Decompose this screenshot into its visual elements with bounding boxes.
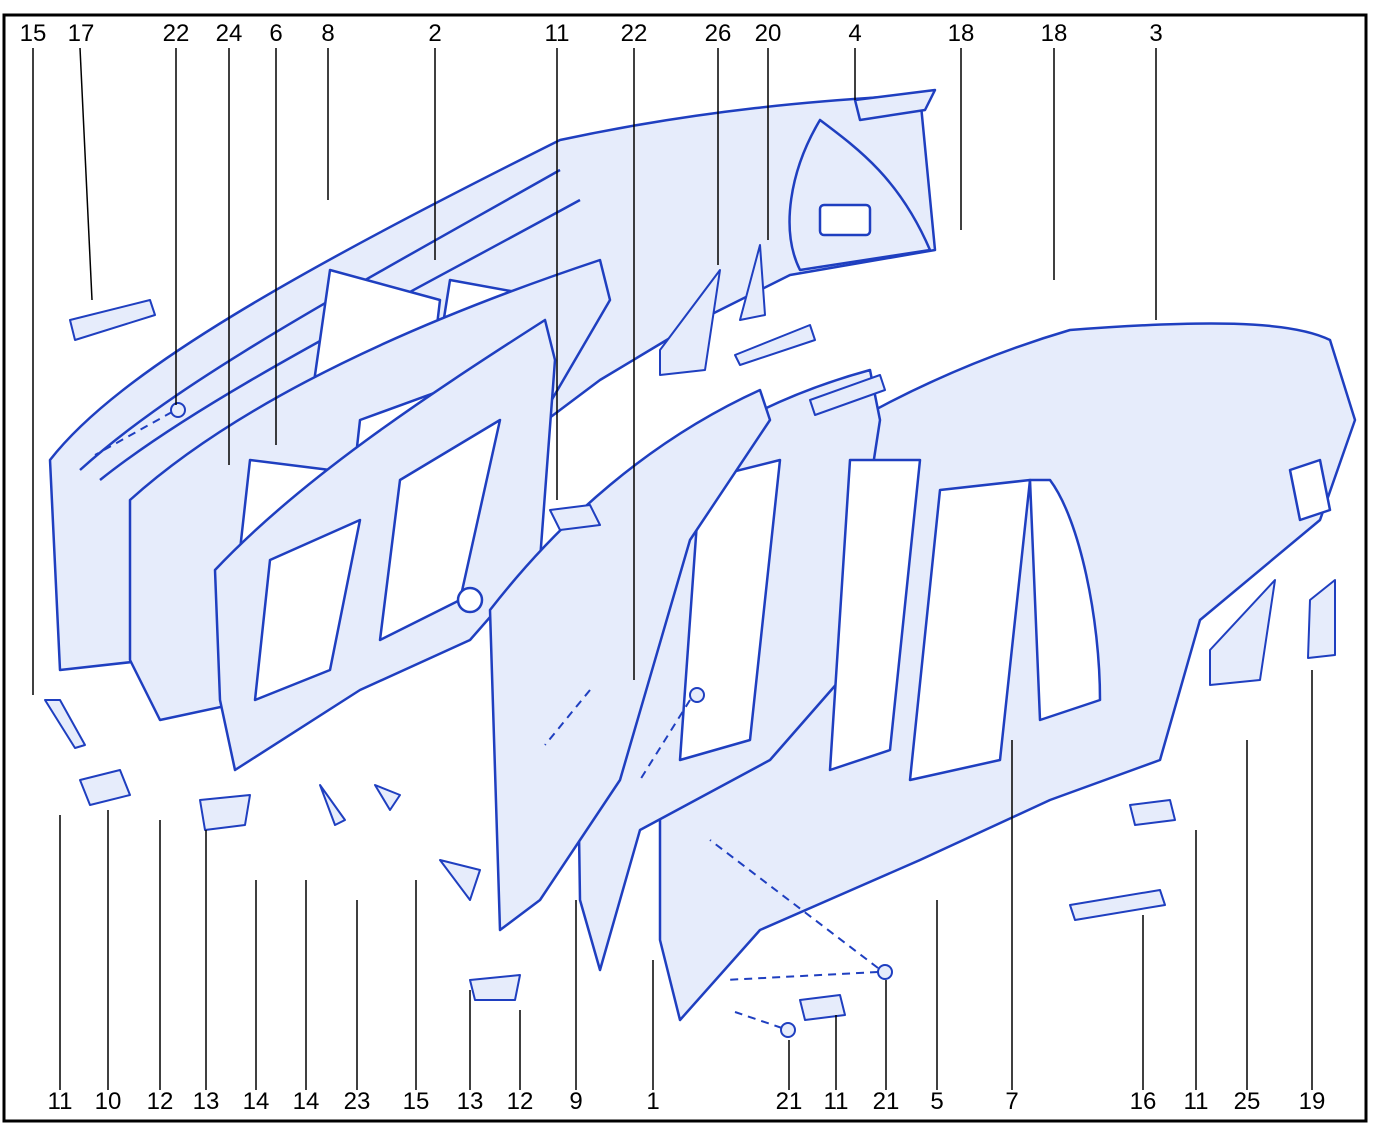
- callout-bottom-18: 16: [1129, 1088, 1157, 1115]
- part-22-left: [170, 402, 186, 418]
- part-22-right: [689, 687, 705, 703]
- callout-bottom-12: 1: [646, 1088, 660, 1115]
- callout-top-10: 26: [704, 20, 732, 47]
- part-11-bottom: [799, 994, 846, 1021]
- callout-top-11: 20: [754, 20, 782, 47]
- part-18-b: [809, 374, 886, 416]
- callout-top-8: 11: [544, 20, 570, 47]
- callout-bottom-15: 21: [872, 1088, 900, 1115]
- callout-top-2: 17: [67, 20, 95, 47]
- part-19: [1307, 579, 1336, 659]
- callout-bottom-14: 11: [823, 1088, 849, 1115]
- part-17: [69, 299, 156, 341]
- callout-top-5: 6: [269, 20, 283, 47]
- callout-bottom-6: 14: [292, 1088, 320, 1115]
- callout-top-4: 24: [215, 20, 243, 47]
- leader-lines: [32, 47, 1313, 1090]
- callout-bottom-5: 14: [242, 1088, 270, 1115]
- callout-top-12: 4: [848, 20, 862, 47]
- callout-top-13: 18: [947, 20, 975, 47]
- callout-top-7: 2: [428, 20, 442, 47]
- part-26: [659, 269, 721, 376]
- part-15-left: [44, 699, 86, 749]
- callout-bottom-10: 12: [506, 1088, 534, 1115]
- diagram-border: [2, 13, 1368, 1123]
- part-20: [739, 244, 766, 321]
- body-side-inner-panel-front-left: [213, 318, 557, 772]
- callout-top-1: 15: [19, 20, 47, 47]
- part-11-top: [549, 504, 601, 531]
- part-14-a: [319, 784, 346, 826]
- part-11-right: [1129, 799, 1176, 826]
- part-13-bottom: [469, 974, 521, 1001]
- callout-top-3: 22: [162, 20, 190, 47]
- callout-bottom-20: 25: [1233, 1088, 1261, 1115]
- callout-top-15: 3: [1149, 20, 1163, 47]
- part-14-b: [374, 784, 401, 811]
- assembly-arrows: [94, 411, 879, 1029]
- callout-bottom-21: 19: [1298, 1088, 1326, 1115]
- part-15-mid: [439, 859, 481, 901]
- small-parts: [44, 244, 1336, 1038]
- callout-bottom-8: 15: [402, 1088, 430, 1115]
- callout-bottom-2: 10: [94, 1088, 122, 1115]
- part-11-left: [79, 769, 131, 806]
- callout-bottom-16: 5: [930, 1088, 944, 1115]
- part-25: [1209, 579, 1276, 686]
- callout-bottom-4: 13: [192, 1088, 220, 1115]
- part-16: [1069, 889, 1166, 921]
- callout-bottom-3: 12: [146, 1088, 174, 1115]
- callout-bottom-17: 7: [1005, 1088, 1019, 1115]
- part-21-right: [877, 964, 893, 980]
- callout-bottom-13: 21: [775, 1088, 803, 1115]
- callout-top-6: 8: [321, 20, 335, 47]
- callout-bottom-1: 11: [47, 1088, 73, 1115]
- callout-top-9: 22: [620, 20, 648, 47]
- part-18-a: [734, 324, 816, 366]
- callout-top-14: 18: [1040, 20, 1068, 47]
- part-13-left: [199, 794, 251, 831]
- callout-bottom-19: 11: [1183, 1088, 1209, 1115]
- body-side-inner-panel-right: [488, 368, 922, 972]
- callout-bottom-7: 23: [343, 1088, 371, 1115]
- part-21-bottom: [780, 1022, 796, 1038]
- callout-bottom-9: 13: [456, 1088, 484, 1115]
- callout-bottom-11: 9: [569, 1088, 583, 1115]
